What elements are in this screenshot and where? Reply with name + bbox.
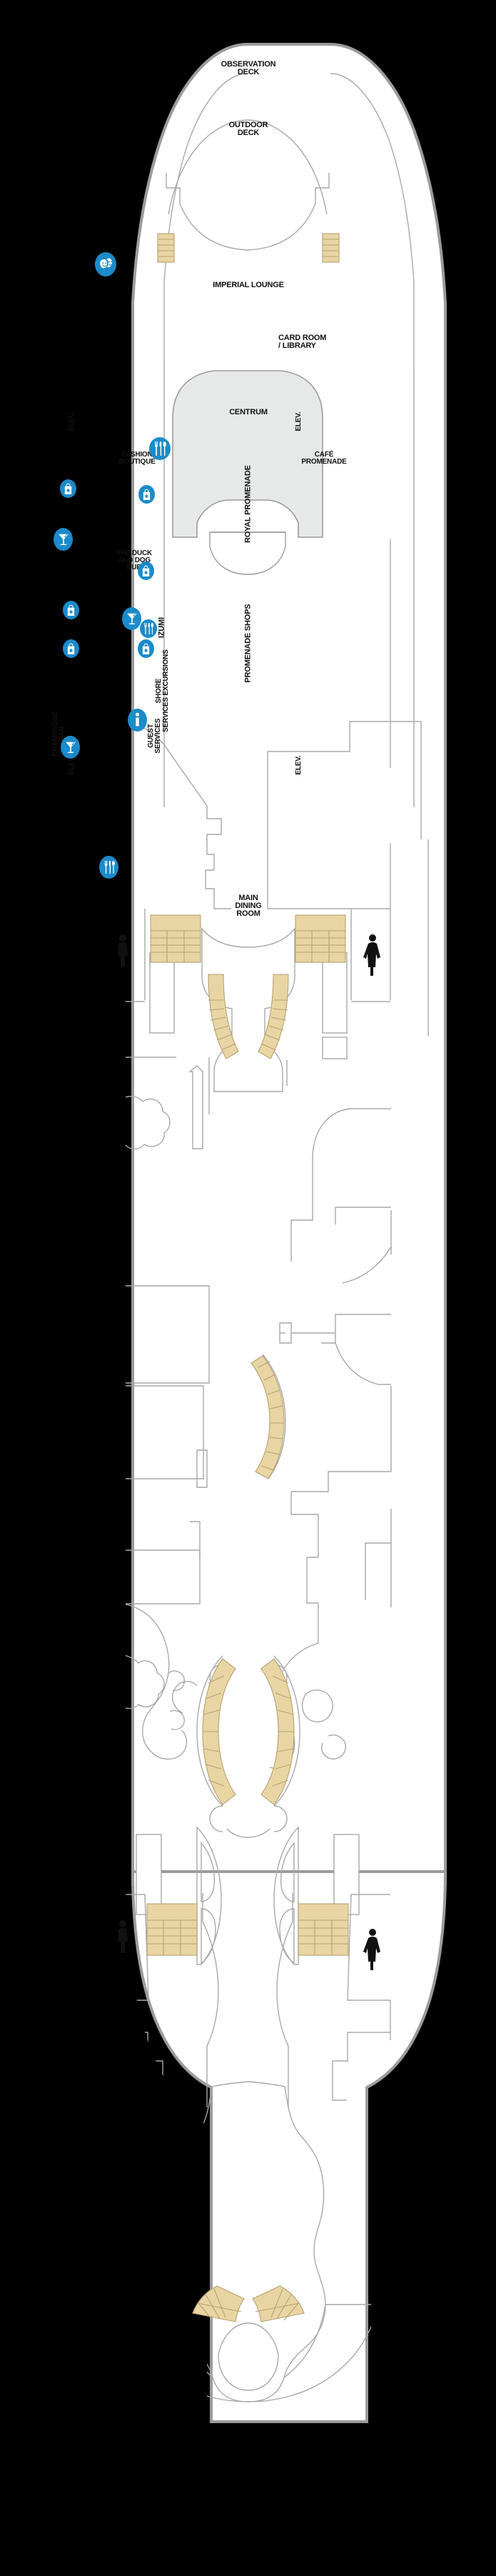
stair-aft-starboard (298, 1903, 349, 1956)
theater-masks-icon[interactable] (95, 252, 116, 276)
stair-aft-centrum (202, 1658, 295, 1805)
dining-icon-izumi[interactable] (140, 619, 157, 638)
martini-icon-duck-and-dog-pub[interactable] (54, 528, 73, 551)
staircases (146, 233, 349, 2322)
martini-icon-champagne-bar[interactable] (61, 736, 80, 759)
stair-bow-port (157, 233, 175, 263)
stair-bow-starboard (322, 233, 340, 263)
stair-centrum (208, 974, 289, 1059)
shopping-bag-icon-fashion-boutique[interactable] (60, 479, 76, 498)
stair-promenade (250, 1355, 285, 1479)
info-icon-guest-services[interactable] (128, 709, 147, 732)
stair-aft-port (146, 1903, 198, 1956)
dining-icon-main-dining-room[interactable] (99, 856, 118, 879)
stair-fwd-starboard (295, 914, 346, 963)
restroom-men-fwd-icon (118, 934, 128, 967)
restroom-men-aft-icon (118, 1920, 128, 1953)
shopping-bag-icon-shop-4[interactable] (63, 639, 79, 658)
stair-stern-starboard (252, 2285, 305, 2322)
shopping-bag-icon-shop-1[interactable] (138, 485, 155, 504)
shopping-bag-icon-shop-5[interactable] (138, 639, 154, 658)
restroom-women-aft-icon (363, 1929, 380, 1970)
dining-icon-cafe-promenade[interactable] (149, 437, 171, 460)
restroom-women-fwd-icon (363, 934, 380, 976)
ship-hull (131, 43, 447, 2423)
shopping-bag-icon-shop-2[interactable] (138, 561, 154, 580)
stair-stern-port (192, 2285, 245, 2322)
stair-fwd-port (150, 914, 201, 963)
martini-icon-izumi[interactable] (122, 607, 141, 630)
shopping-bag-icon-shop-3[interactable] (63, 601, 79, 619)
